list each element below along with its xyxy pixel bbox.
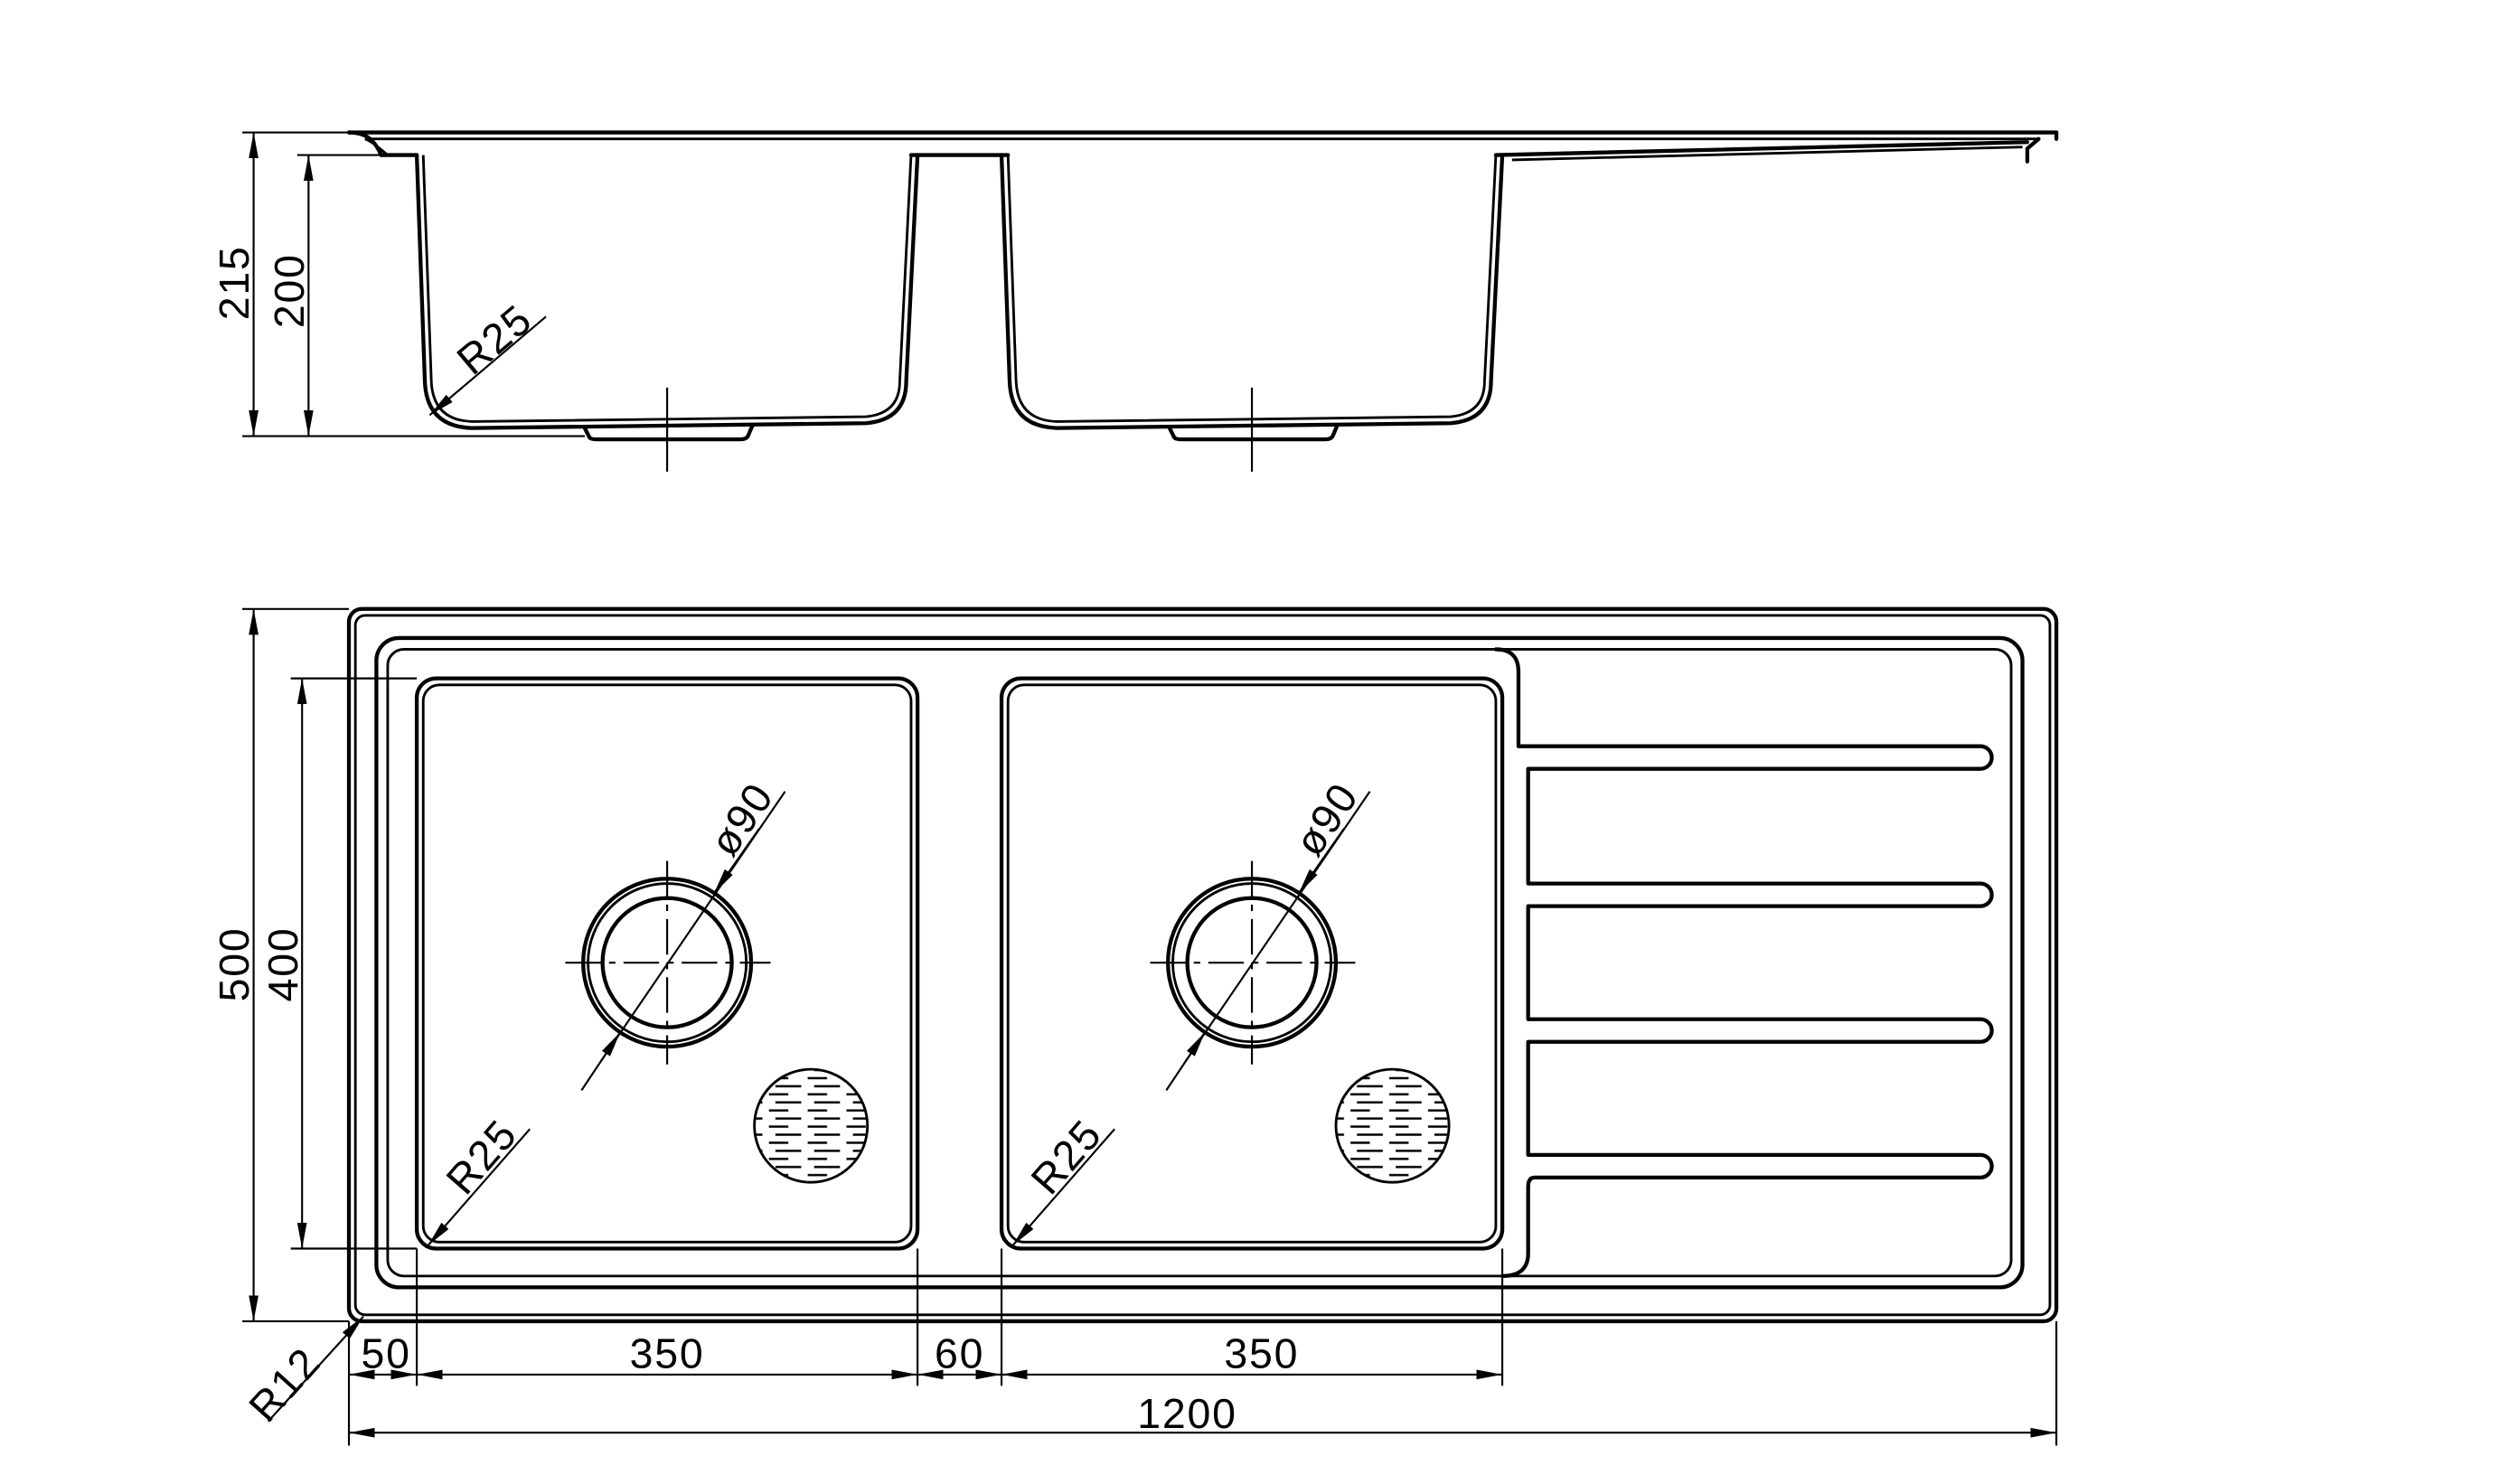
bowl-1-overflow-hatch — [754, 1069, 868, 1183]
bowl-2-overflow-outline — [1334, 1067, 1451, 1184]
bowl-1-waste-outlet — [582, 422, 755, 442]
bowl-2-radius-leader — [1011, 1128, 1115, 1246]
bowl-1-radius-leader — [427, 1128, 531, 1246]
chain-dimension-label-1: 50 — [362, 1330, 411, 1377]
bowl-2-overflow-hatch — [1335, 1069, 1450, 1183]
overall-length-label: 1200 — [1137, 1390, 1237, 1437]
overall-width-label: 500 — [211, 927, 258, 1002]
raised-edge-inner — [386, 648, 2013, 1278]
bowl-1-waste-arrow-lower — [580, 1031, 622, 1091]
bowl-1-outline — [414, 676, 920, 1251]
bowl-2-outline — [999, 676, 1505, 1251]
drainer-profile-inner — [1511, 146, 2023, 162]
bowl-1-waste-arrow-upper — [713, 828, 760, 894]
outer-rim — [346, 606, 2059, 1324]
flange-right-lip — [2025, 130, 2059, 164]
bowl-1-profile-outer — [414, 153, 920, 430]
drainer-profile — [1493, 140, 2030, 157]
bowl-2-profile-outer — [999, 153, 1505, 430]
chain-dimension-label-4: 350 — [1224, 1330, 1299, 1377]
drainer-grooves — [1493, 647, 1994, 1279]
bowl-depth-label: 200 — [266, 253, 313, 328]
elevation-dimensions: 215 200 R25 — [211, 131, 585, 437]
bowl-2-waste-arrow-lower — [1165, 1031, 1207, 1091]
bowl-1-outline-inner — [421, 683, 913, 1244]
bowl-width-label: 400 — [259, 927, 306, 1002]
flange-left-lip — [346, 130, 383, 157]
overall-height-label: 215 — [211, 245, 258, 320]
chain-dimension-label-2: 350 — [630, 1330, 705, 1377]
raised-edge — [374, 635, 2025, 1290]
outer-rim-inner — [353, 614, 2052, 1317]
bowl-2-profile-inner — [1006, 155, 1498, 423]
bowl-radius-leader — [428, 315, 547, 417]
elevation-view: 215 200 R25 — [211, 130, 2059, 472]
chain-dimension-label-3: 60 — [935, 1330, 984, 1377]
outer-corner-radius-leader — [267, 1315, 364, 1423]
bowl-2-waste-arrow-upper — [1298, 828, 1345, 894]
bowl-2-waste-outlet — [1167, 422, 1340, 442]
bowl-2-outline-inner — [1006, 683, 1498, 1244]
bowl-1-overflow-outline — [753, 1067, 870, 1184]
